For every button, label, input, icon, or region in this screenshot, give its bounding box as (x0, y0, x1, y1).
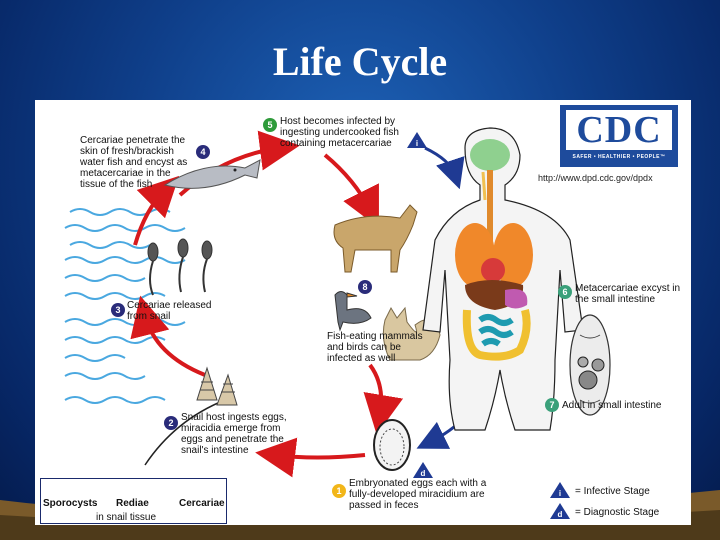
arrow-8-to-1 (363, 363, 404, 435)
svg-text:d: d (558, 510, 563, 519)
svg-text:d: d (421, 469, 426, 478)
snail-substages-box: Sporocysts Rediae Cercariae in snail tis… (40, 478, 227, 524)
life-cycle-diagram: 4 5 3 2 8 6 7 1 i d i d (35, 100, 691, 525)
fish-illustration (163, 159, 261, 189)
substage-caption: in snail tissue (96, 512, 157, 523)
cdc-logo (560, 105, 678, 167)
heart (481, 258, 505, 282)
cdc-logo-text: CDC (576, 109, 662, 151)
large-intestine (462, 309, 531, 361)
svg-text:4: 4 (200, 147, 205, 157)
stage-markers: i d i d (407, 132, 570, 519)
stage-8-label: Fish-eating mammals and birds can be inf… (327, 331, 423, 364)
stage-3-label: Cercariae released from snail (127, 300, 212, 322)
arrow-5-to-host (424, 146, 465, 190)
cdc-tagline: SAFER • HEALTHIER • PEOPLE™ (572, 154, 666, 160)
cercariae-illustration (147, 238, 213, 296)
arrow-3-to-4 (133, 175, 180, 246)
arrow-5-to-8 (323, 153, 379, 228)
svg-text:5: 5 (267, 120, 272, 130)
bird-illustration (334, 291, 372, 332)
snail-illustration (196, 366, 238, 406)
adult-fluke-illustration (569, 314, 611, 416)
svg-text:2: 2 (168, 418, 173, 428)
stage-5-label: Host becomes infected by ingesting under… (280, 116, 399, 149)
stage-1-label: Embryonated eggs each with a fully-devel… (349, 478, 487, 511)
brain (470, 139, 510, 171)
arrow-1-to-2 (255, 437, 366, 478)
stage-6-label: Metacercariae excyst in the small intest… (575, 283, 681, 305)
dog-illustration (333, 204, 418, 273)
svg-text:i: i (416, 139, 418, 148)
stomach (505, 289, 528, 309)
stage-badges: 4 5 3 2 8 6 7 1 (111, 118, 572, 498)
legend-infective-label: = Infective Stage (575, 486, 650, 497)
svg-text:7: 7 (549, 400, 554, 410)
arrow-2-to-3 (130, 295, 206, 377)
human-host-illustration (422, 127, 584, 431)
diagram-artwork: 4 5 3 2 8 6 7 1 i d i d (55, 105, 678, 519)
svg-text:8: 8 (362, 282, 367, 292)
svg-text:3: 3 (115, 305, 120, 315)
slide-title: Life Cycle (272, 39, 448, 84)
cdc-url-link[interactable]: http://www.dpd.cdc.gov/dpdx (538, 173, 653, 183)
small-intestine (478, 314, 514, 347)
stage-4-label: Cercariae penetrate the skin of fresh/br… (80, 135, 188, 190)
substage-2b-label: Rediae (116, 498, 149, 509)
substage-2a-label: Sporocysts (43, 498, 98, 509)
legend-diagnostic-label: = Diagnostic Stage (575, 507, 660, 518)
svg-text:i: i (559, 489, 561, 498)
substage-2c-label: Cercariae (179, 498, 225, 509)
svg-text:6: 6 (562, 287, 567, 297)
stage-2-label: Snail host ingests eggs, miracidia emerg… (181, 412, 287, 456)
svg-text:1: 1 (336, 486, 341, 496)
stage-7-label: Adult in small intestine (562, 400, 662, 411)
egg-illustration (373, 419, 411, 471)
shore-line (144, 399, 226, 466)
